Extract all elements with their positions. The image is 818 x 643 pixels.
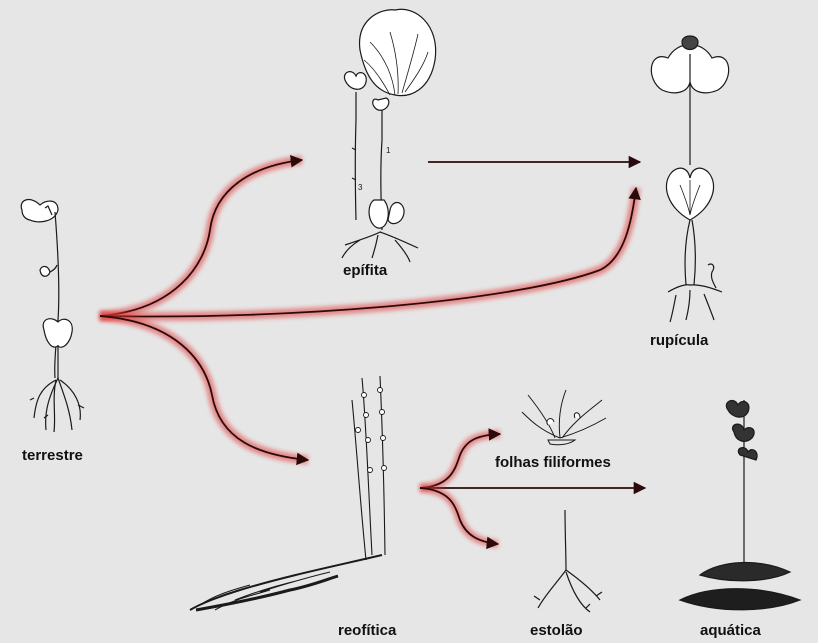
plant-terrestre-illustration <box>21 200 84 432</box>
epifita-marker-3: 3 <box>358 183 363 192</box>
label-reofitica: reofítica <box>338 622 396 639</box>
plant-estolao-illustration <box>534 510 602 612</box>
arrow-terrestre-to-reofitica <box>100 316 308 460</box>
label-terrestre: terrestre <box>22 447 83 464</box>
arrow-reofitica-to-folhas-filiformes <box>420 434 500 488</box>
plant-epifita-illustration <box>342 9 436 262</box>
epifita-marker-1: 1 <box>386 146 391 155</box>
label-folhas-filiformes: folhas filiformes <box>495 454 611 471</box>
plant-rupicula-illustration <box>651 36 728 322</box>
label-estolao: estolão <box>530 622 583 639</box>
arrow-terrestre-to-rupicula <box>100 188 636 317</box>
arrow-terrestre-to-epifita <box>100 160 302 316</box>
label-rupicula: rupícula <box>650 332 708 349</box>
label-aquatica: aquática <box>700 622 761 639</box>
plant-aquatica-illustration <box>680 400 800 610</box>
label-epifita: epífita <box>343 262 387 279</box>
plant-folhas-filiformes-illustration <box>522 390 606 445</box>
arrow-reofitica-to-estolao <box>420 488 498 544</box>
